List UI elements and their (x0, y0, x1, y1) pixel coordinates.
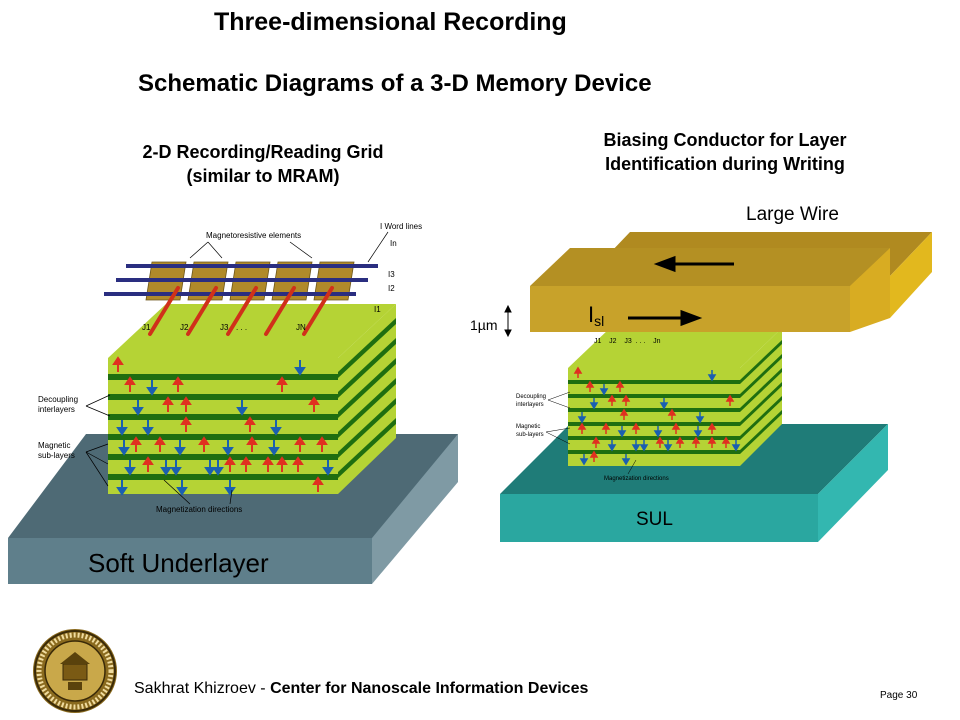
footer-center-name: Center for Nanoscale Information Devices (270, 680, 589, 697)
magnetization-label: Magnetization directions (156, 505, 242, 514)
block-top-face (108, 304, 396, 358)
block-front-face (108, 358, 338, 494)
right-magnetic-label-1: Magnetic (516, 424, 540, 430)
isl-subscript: sl (594, 313, 604, 329)
magnetic-label-1: Magnetic (38, 441, 70, 450)
decoupling-label-1: Decoupling (38, 395, 78, 404)
soft-underlayer-label: Soft Underlayer (88, 548, 269, 578)
one-um-bracket (504, 304, 512, 338)
magnetic-label-2: sub-layers (38, 451, 75, 460)
right-decoupling-label-2: interlayers (516, 402, 544, 408)
isl-label: Isl (588, 302, 604, 329)
bit-lines (148, 286, 334, 336)
footer-author: Sakhrat Khizroev - (134, 680, 271, 697)
leader-lines (85, 231, 389, 505)
i-n-label: In (390, 239, 397, 248)
right-heading: Biasing Conductor for Layer Identificati… (545, 128, 905, 176)
right-multilayer-block (568, 328, 782, 466)
left-heading: 2-D Recording/Reading Grid (similar to M… (88, 140, 438, 188)
word-lines (104, 264, 378, 296)
large-wire-label: Large Wire (746, 204, 839, 225)
footer-credit: Sakhrat Khizroev - Center for Nanoscale … (134, 680, 588, 698)
slide-title: Three-dimensional Recording (214, 8, 567, 36)
j-dots-label: . . . (236, 323, 247, 332)
decoupling-label-2: interlayers (38, 405, 75, 414)
j-1-label: J1 (142, 323, 151, 332)
j-n-label: JN (296, 323, 306, 332)
sul-label: SUL (636, 509, 673, 530)
left-heading-line2: (similar to MRAM) (186, 166, 340, 186)
i-3-label: I3 (388, 270, 395, 279)
i-1-label: I1 (374, 305, 381, 314)
page-number: Page 30 (880, 690, 918, 701)
right-magnetic-label-2: sub-layers (516, 432, 544, 438)
arrows-up (112, 356, 328, 492)
right-leader-lines (545, 391, 637, 475)
j-2-label: J2 (180, 323, 189, 332)
right-j-row-label: J1 J2 J3 . . . Jn (594, 338, 661, 345)
mr-elements-label: Magnetoresistive elements (206, 231, 301, 240)
large-wire (530, 232, 932, 332)
i-2-label: I2 (388, 284, 395, 293)
slide-subtitle: Schematic Diagrams of a 3-D Memory Devic… (138, 70, 652, 97)
isl-main: I (588, 302, 594, 327)
right-heading-line2: Identification during Writing (605, 154, 845, 174)
left-3d-memory-diagram: Soft Underlayer (8, 222, 458, 584)
multilayer-block (108, 304, 396, 496)
right-biasing-diagram: SUL (470, 204, 932, 542)
right-decoupling-label-1: Decoupling (516, 394, 546, 400)
sul-front (500, 494, 818, 542)
right-magnetization-label: Magnetization directions (604, 476, 669, 482)
current-arrows (628, 255, 734, 327)
arrows-down (116, 360, 334, 496)
block-front-stripes (108, 374, 338, 480)
right-heading-line1: Biasing Conductor for Layer (603, 130, 847, 150)
left-heading-line1: 2-D Recording/Reading Grid (142, 142, 384, 162)
one-um-label: 1µm (470, 317, 498, 333)
soft-underlayer-side (372, 434, 458, 584)
word-lines-label: I Word lines (380, 222, 422, 231)
soft-underlayer-front (8, 538, 372, 584)
university-seal-logo (33, 629, 117, 713)
sul-side (818, 424, 888, 542)
magnetization-arrows (112, 356, 334, 496)
j-3-label: J3 (220, 323, 229, 332)
block-side-stripes (338, 318, 396, 478)
